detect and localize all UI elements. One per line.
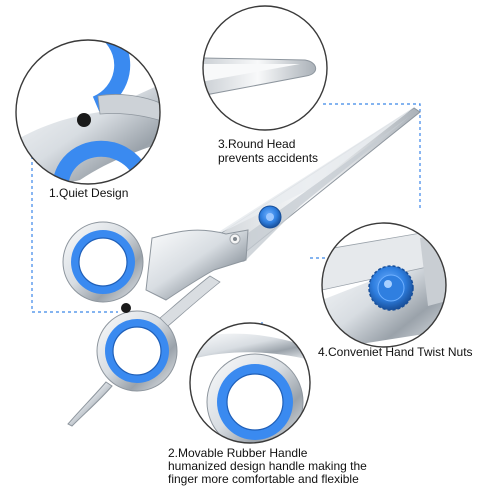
label-round-head-desc: prevents accidents bbox=[218, 151, 319, 165]
label-rubber-handle-desc-2: finger more comfortable and flexible bbox=[168, 472, 359, 486]
label-quiet-design: 1.Quiet Design bbox=[49, 186, 129, 200]
label-round-head-title: 3.Round Head bbox=[218, 137, 296, 151]
label-twist-nuts: 4.Conveniet Hand Twist Nuts bbox=[318, 345, 473, 359]
detail-round-head bbox=[202, 5, 328, 131]
scissors-main bbox=[62, 106, 421, 427]
detail-quiet-design bbox=[15, 39, 161, 185]
label-rubber-handle-desc-1: humanized design handle making the bbox=[168, 459, 367, 473]
label-rubber-handle-title: 2.Movable Rubber Handle bbox=[168, 446, 308, 460]
detail-rubber-handle bbox=[189, 322, 311, 444]
detail-twist-nut bbox=[321, 222, 447, 348]
